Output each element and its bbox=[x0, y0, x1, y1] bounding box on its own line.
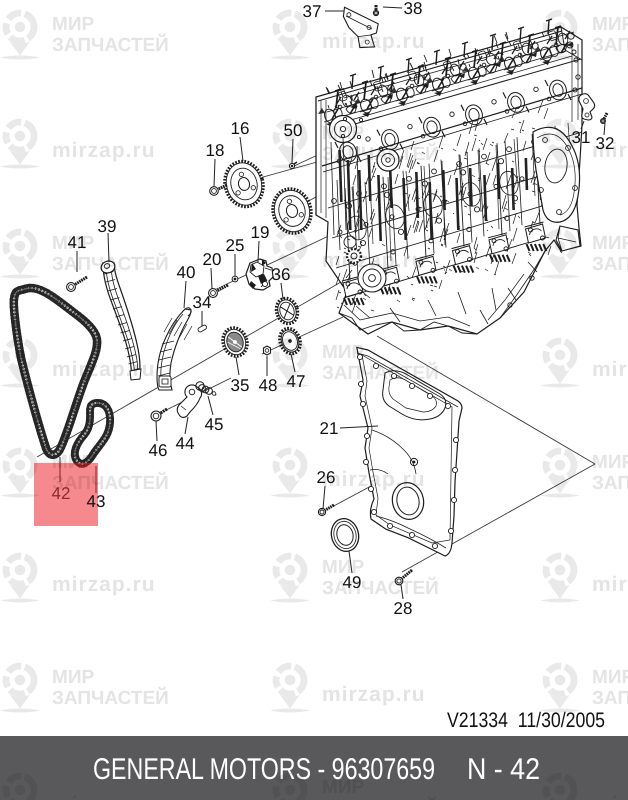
svg-text:mirzap.ru: mirzap.ru bbox=[592, 793, 628, 800]
svg-text:ЗАПЧАСТЕЙ: ЗАПЧАСТЕЙ bbox=[322, 576, 439, 599]
svg-text:ЗАПЧАСТЕЙ: ЗАПЧАСТЕЙ bbox=[592, 252, 628, 275]
svg-text:25: 25 bbox=[226, 236, 245, 255]
svg-text:mirzap.ru: mirzap.ru bbox=[322, 468, 426, 491]
svg-text:mirzap.ru: mirzap.ru bbox=[592, 139, 628, 162]
svg-text:16: 16 bbox=[231, 119, 250, 138]
svg-text:МИР: МИР bbox=[322, 342, 364, 363]
svg-text:43: 43 bbox=[87, 492, 106, 511]
svg-text:46: 46 bbox=[149, 441, 168, 460]
svg-text:28: 28 bbox=[394, 599, 413, 618]
svg-text:ЗАПЧАСТЕЙ: ЗАПЧАСТЕЙ bbox=[52, 471, 169, 494]
svg-text:МИР: МИР bbox=[592, 14, 628, 35]
svg-text:38: 38 bbox=[404, 0, 423, 18]
svg-text:mirzap.ru: mirzap.ru bbox=[322, 30, 426, 53]
svg-text:МИР: МИР bbox=[592, 233, 628, 254]
svg-text:МИР: МИР bbox=[52, 667, 94, 688]
svg-text:39: 39 bbox=[98, 217, 117, 236]
svg-text:37: 37 bbox=[303, 2, 322, 21]
svg-text:26: 26 bbox=[317, 468, 336, 487]
svg-text:МИР: МИР bbox=[592, 667, 628, 688]
svg-text:ЗАПЧАСТЕЙ: ЗАПЧАСТЕЙ bbox=[322, 361, 439, 384]
svg-text:МИР: МИР bbox=[592, 452, 628, 473]
svg-text:mirzap.ru: mirzap.ru bbox=[52, 358, 156, 381]
svg-text:ЗАПЧАСТЕЙ: ЗАПЧАСТЕЙ bbox=[322, 796, 439, 800]
svg-text:mirzap.ru: mirzap.ru bbox=[52, 139, 156, 162]
svg-text:45: 45 bbox=[205, 415, 224, 434]
svg-text:20: 20 bbox=[203, 250, 222, 269]
svg-text:19: 19 bbox=[251, 223, 270, 242]
svg-text:МИР: МИР bbox=[322, 123, 364, 144]
svg-text:49: 49 bbox=[343, 573, 362, 592]
svg-text:mirzap.ru: mirzap.ru bbox=[52, 573, 156, 596]
svg-text:48: 48 bbox=[259, 376, 278, 395]
svg-text:mirzap.ru: mirzap.ru bbox=[52, 793, 156, 800]
svg-text:МИР: МИР bbox=[322, 777, 364, 798]
svg-text:ЗАПЧАСТЕЙ: ЗАПЧАСТЕЙ bbox=[52, 252, 169, 275]
svg-text:ЗАПЧАСТЕЙ: ЗАПЧАСТЕЙ bbox=[592, 471, 628, 494]
svg-text:ЗАПЧАСТЕЙ: ЗАПЧАСТЕЙ bbox=[52, 33, 169, 56]
svg-text:МИР: МИР bbox=[52, 233, 94, 254]
svg-text:mirzap.ru: mirzap.ru bbox=[322, 249, 426, 272]
svg-text:ЗАПЧАСТЕЙ: ЗАПЧАСТЕЙ bbox=[52, 686, 169, 709]
svg-text:N - 42: N - 42 bbox=[467, 753, 540, 786]
svg-text:GENERAL MOTORS - 96307659: GENERAL MOTORS - 96307659 bbox=[93, 753, 435, 786]
svg-text:МИР: МИР bbox=[52, 14, 94, 35]
svg-text:35: 35 bbox=[231, 376, 250, 395]
svg-text:МИР: МИР bbox=[322, 557, 364, 578]
svg-text:18: 18 bbox=[206, 141, 225, 160]
svg-text:mirzap.ru: mirzap.ru bbox=[322, 683, 426, 706]
svg-text:МИР: МИР bbox=[52, 452, 94, 473]
svg-text:42: 42 bbox=[52, 484, 71, 503]
svg-text:32: 32 bbox=[596, 134, 615, 153]
svg-text:ЗАПЧАСТЕЙ: ЗАПЧАСТЕЙ bbox=[592, 686, 628, 709]
svg-text:mirzap.ru: mirzap.ru bbox=[592, 573, 628, 596]
svg-text:41: 41 bbox=[68, 233, 87, 252]
svg-text:mirzap.ru: mirzap.ru bbox=[592, 358, 628, 381]
svg-text:44: 44 bbox=[176, 434, 195, 453]
svg-text:34: 34 bbox=[193, 293, 212, 312]
svg-text:ЗАПЧАСТЕЙ: ЗАПЧАСТЕЙ bbox=[592, 33, 628, 56]
svg-text:36: 36 bbox=[272, 265, 291, 284]
svg-text:ЗАПЧАСТЕЙ: ЗАПЧАСТЕЙ bbox=[322, 142, 439, 165]
svg-text:21: 21 bbox=[320, 419, 339, 438]
svg-text:V21334 11/30/2005: V21334 11/30/2005 bbox=[447, 709, 605, 732]
svg-text:40: 40 bbox=[177, 263, 196, 282]
